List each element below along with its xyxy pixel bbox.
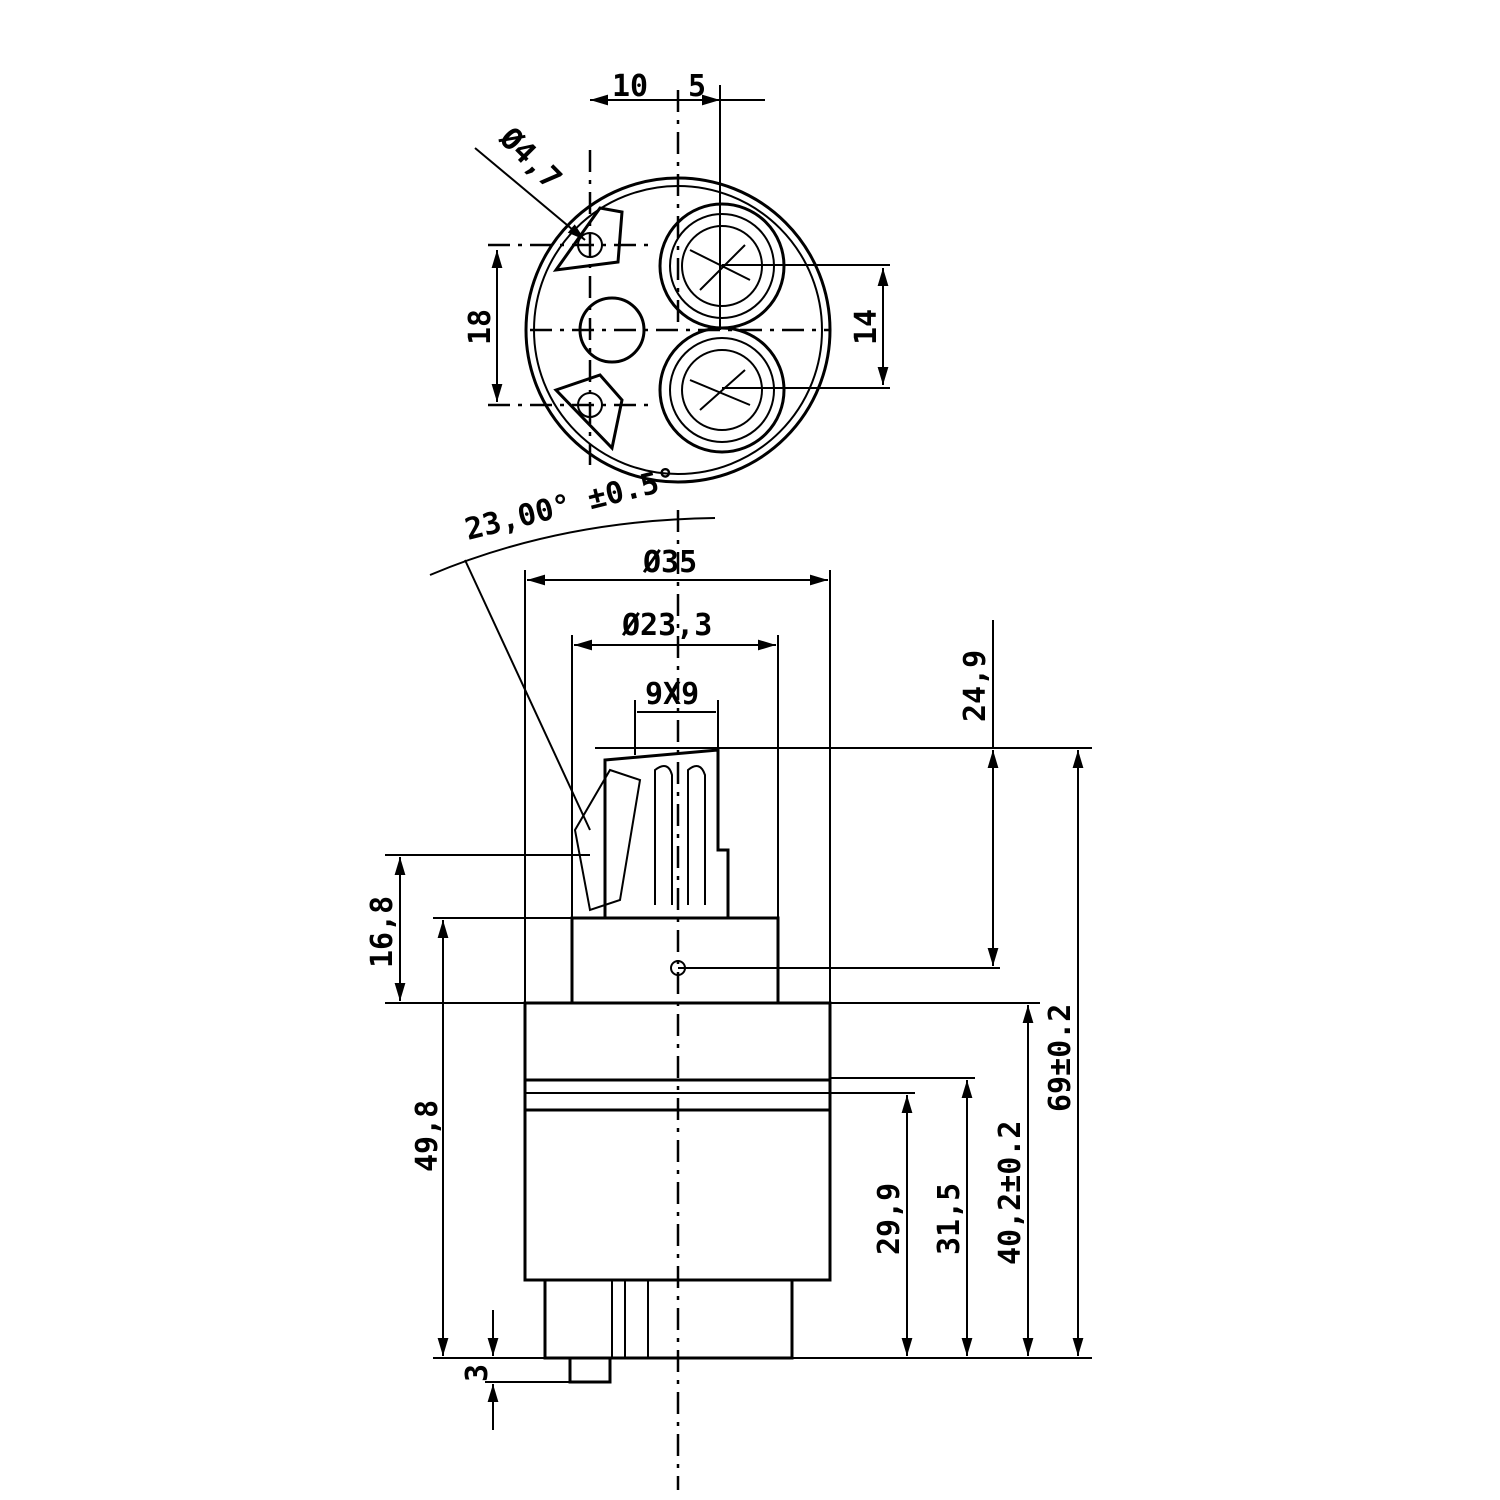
dim-49-8-label: 49,8	[410, 1100, 445, 1172]
stem	[603, 748, 730, 918]
dim-40-2-label: 40,2±0.2	[993, 1121, 1028, 1266]
upper-housing	[570, 916, 780, 1005]
angle-label: 23,00° ±0.5°	[461, 461, 680, 547]
dim-10-label: 10	[612, 69, 648, 104]
top-view: 10 5 Ø4,7 18 14	[463, 69, 890, 484]
outer-diameter-label: Ø35	[642, 545, 697, 580]
dim-24-9-label: 24,9	[958, 650, 993, 722]
dim-3-label: 3	[460, 1364, 495, 1382]
locating-lug-bottom	[553, 373, 624, 452]
side-view: 23,00° ±0.5° Ø35 Ø23,3 9X9 24,9 69±0.2 4…	[365, 461, 1092, 1490]
base	[543, 1280, 794, 1360]
dim-18-label: 18	[463, 309, 498, 345]
locating-lug-top	[552, 206, 624, 272]
dim-29-9-label: 29,9	[872, 1183, 907, 1255]
port-ring-bottom	[658, 326, 786, 454]
dim-14-label: 14	[849, 309, 884, 345]
upper-diameter-label: Ø23,3	[621, 608, 712, 643]
spline-label: 9X9	[645, 677, 699, 712]
tilted-stem-outline	[573, 768, 642, 912]
dim-5-label: 5	[688, 69, 706, 104]
dim-16-8-label: 16,8	[365, 896, 400, 968]
dim-69-label: 69±0.2	[1043, 1004, 1078, 1112]
dim-31-5-label: 31,5	[932, 1183, 967, 1255]
locating-pin	[568, 1356, 612, 1384]
hole-diameter-label: Ø4,7	[492, 120, 569, 197]
